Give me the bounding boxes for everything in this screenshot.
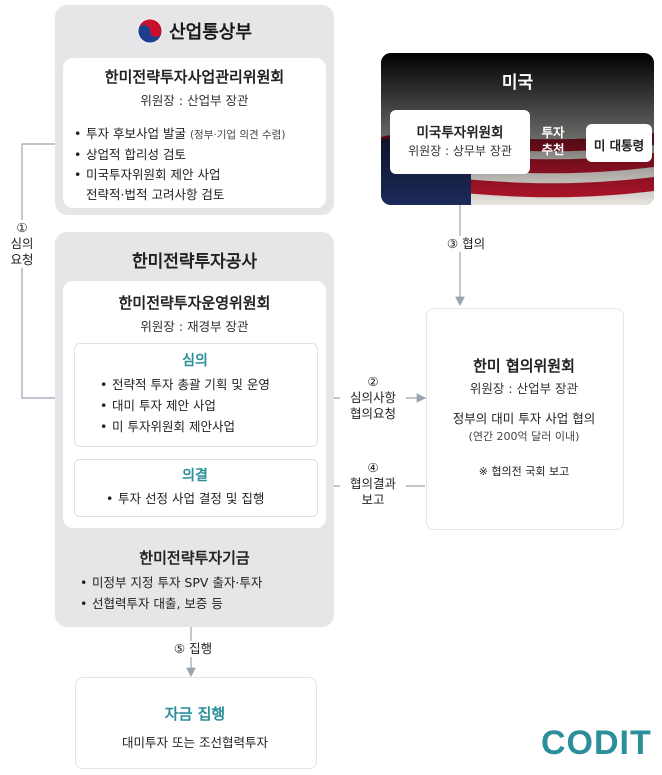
list-item: 미정부 지정 투자 SPV 출자·투자 bbox=[80, 572, 330, 593]
review-items: 전략적 투자 총괄 기획 및 운영 대미 투자 제안 사업 미 투자위원회 제안… bbox=[100, 374, 312, 437]
management-committee-chair: 위원장 : 산업부 장관 bbox=[140, 93, 249, 108]
joint-committee-note: ※ 협의전 국회 보고 bbox=[478, 465, 570, 478]
fund-title: 한미전략투자기금 bbox=[139, 549, 250, 567]
management-committee-tasks: 투자 후보사업 발굴 (정부·기업 의견 수렴) 상업적 합리성 검토 미국투자… bbox=[74, 124, 324, 205]
list-item: 전략적 투자 총괄 기획 및 운영 bbox=[100, 374, 312, 395]
joint-committee-title: 한미 협의위원회 bbox=[473, 357, 575, 375]
joint-committee-chair: 위원장 : 산업부 장관 bbox=[469, 381, 579, 396]
operations-committee-chair: 위원장 : 재경부 장관 bbox=[140, 319, 249, 334]
step2-label: ② 심의사항 협의요청 bbox=[340, 374, 406, 422]
us-president-card bbox=[586, 124, 652, 162]
joint-committee-desc-note: (연간 200억 달러 이내) bbox=[468, 430, 580, 443]
arrow-step1 bbox=[21, 143, 76, 403]
operations-committee-title: 한미전략투자운영위원회 bbox=[118, 294, 271, 312]
usa-title: 미국 bbox=[501, 73, 534, 93]
step3-label: ③ 협의 bbox=[436, 236, 496, 252]
review-title: 심의 bbox=[182, 353, 208, 369]
fund-execution-desc: 대미투자 또는 조선협력투자 bbox=[122, 735, 268, 750]
step4-label: ④ 협의결과 보고 bbox=[340, 460, 406, 508]
us-investment-committee-chair: 위원장 : 상무부 장관 bbox=[408, 144, 512, 158]
recommend-label: 투자 추천 bbox=[541, 125, 565, 157]
list-item: 미 투자위원회 제안사업 bbox=[100, 416, 312, 437]
joint-committee-desc: 정부의 대미 투자 사업 협의 bbox=[452, 411, 596, 426]
codit-logo: CODIT bbox=[541, 724, 652, 762]
list-item: 상업적 합리성 검토 bbox=[74, 145, 324, 165]
decision-items: 투자 선정 사업 결정 및 집행 bbox=[106, 489, 312, 509]
us-investment-committee-title: 미국투자위원회 bbox=[416, 125, 504, 141]
management-committee-title: 한미전략투자사업관리위원회 bbox=[104, 68, 285, 86]
fund-items: 미정부 지정 투자 SPV 출자·투자 선협력투자 대출, 보증 등 bbox=[80, 572, 330, 614]
fund-execution-title: 자금 집행 bbox=[164, 705, 226, 723]
us-president-label: 미 대통령 bbox=[593, 138, 645, 153]
us-investment-committee-card bbox=[390, 110, 530, 174]
corp-title: 한미전략투자공사 bbox=[131, 252, 258, 272]
list-item: 대미 투자 제안 사업 bbox=[100, 395, 312, 416]
list-item: 투자 선정 사업 결정 및 집행 bbox=[106, 489, 312, 509]
list-item: 선협력투자 대출, 보증 등 bbox=[80, 593, 330, 614]
step5-label: ⑤ 집행 bbox=[165, 641, 221, 657]
joint-committee-card bbox=[426, 308, 624, 530]
ministry-name: 산업통상부 bbox=[169, 22, 252, 43]
step1-label: ① 심의 요청 bbox=[4, 220, 40, 268]
taegeuk-logo-icon bbox=[137, 18, 163, 44]
motie-header: 산업통상부 bbox=[55, 14, 334, 48]
fund-execution-card bbox=[75, 677, 317, 769]
list-item: 투자 후보사업 발굴 (정부·기업 의견 수렴) bbox=[74, 124, 324, 145]
decision-title: 의결 bbox=[182, 468, 208, 484]
